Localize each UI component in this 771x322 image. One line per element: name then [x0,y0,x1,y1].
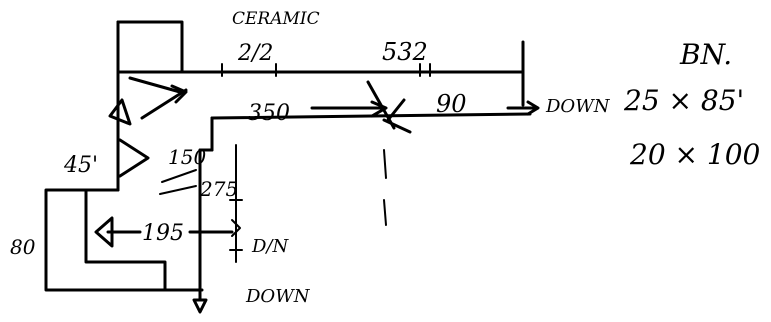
dim-532: 532 [382,38,428,66]
dimension-ticks [221,63,431,77]
dim-90: 90 [436,90,467,118]
bn-line2: 20 × 100 [629,138,760,171]
dim-150: 150 [168,145,206,169]
dim-350: 350 [248,101,290,126]
down-right-label: DOWN [545,96,611,117]
bn-title: BN. [679,38,732,71]
ceramic-label: CERAMIC [232,9,320,29]
dim-275: 275 [199,177,238,201]
dim-195: 195 [142,221,184,246]
dim-212: 2/2 [237,41,273,66]
flow-arrows [94,76,540,314]
bn-line1: 25 × 85' [623,84,744,117]
pipe-outlines [44,20,532,302]
dim-80: 80 [10,235,36,259]
dim-45: 45' [63,153,98,178]
down-bottom-label: DOWN [245,286,311,307]
down-small-label: D/N [251,236,289,257]
